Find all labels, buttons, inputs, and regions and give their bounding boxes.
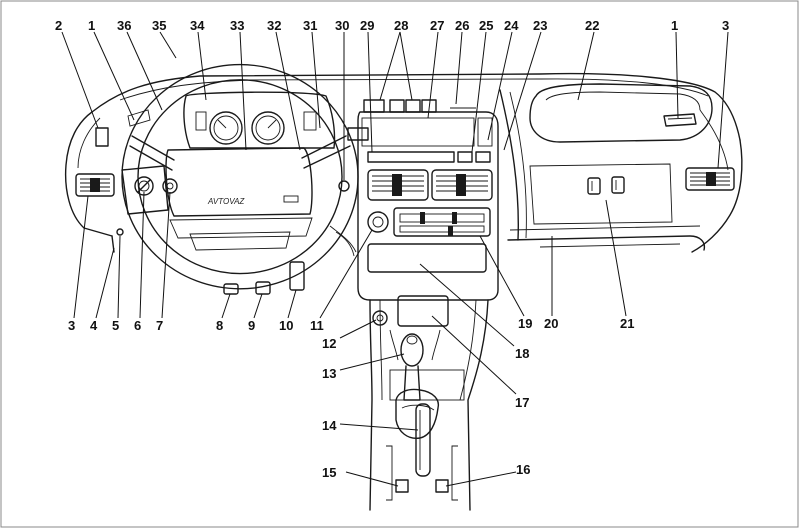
- callout-29: 29: [360, 18, 374, 33]
- callout-33: 33: [230, 18, 244, 33]
- callout-5: 5: [112, 318, 119, 333]
- callout-8: 8: [216, 318, 223, 333]
- callout-3-right: 3: [722, 18, 729, 33]
- callout-28: 28: [394, 18, 408, 33]
- callout-3-left: 3: [68, 318, 75, 333]
- callout-15: 15: [322, 465, 336, 480]
- instrument-cluster: [183, 91, 369, 149]
- callout-7: 7: [156, 318, 163, 333]
- callout-9: 9: [248, 318, 255, 333]
- callout-12: 12: [322, 336, 336, 351]
- callout-1-right: 1: [671, 18, 678, 33]
- callout-21: 21: [620, 316, 634, 331]
- callout-18: 18: [515, 346, 529, 361]
- callout-32: 32: [267, 18, 281, 33]
- callout-23: 23: [533, 18, 547, 33]
- callout-36: 36: [117, 18, 131, 33]
- callout-24: 24: [504, 18, 519, 33]
- leader-lines: [61, 31, 729, 487]
- callout-22: 22: [585, 18, 599, 33]
- callout-2: 2: [55, 18, 62, 33]
- right-air-vent: [685, 167, 735, 191]
- callout-26: 26: [455, 18, 469, 33]
- ignition-switch: [329, 180, 357, 257]
- wheel-badge: AVTOVAZ: [207, 197, 245, 206]
- left-side-window-vent: [95, 109, 151, 147]
- callout-35: 35: [152, 18, 166, 33]
- callout-4: 4: [90, 318, 98, 333]
- callout-34: 34: [190, 18, 205, 33]
- callout-27: 27: [430, 18, 444, 33]
- callout-14: 14: [322, 418, 337, 433]
- callout-labels: 2 1 36 35 34 33 32 31 30 29 28 27 26 25 …: [55, 18, 729, 480]
- callout-1: 1: [88, 18, 95, 33]
- callout-6: 6: [134, 318, 141, 333]
- callout-10: 10: [279, 318, 293, 333]
- top-right-demister: [529, 83, 713, 143]
- callout-30: 30: [335, 18, 349, 33]
- callout-13: 13: [322, 366, 336, 381]
- callout-16: 16: [516, 462, 530, 477]
- dashboard-outline: [64, 72, 743, 253]
- callout-25: 25: [479, 18, 493, 33]
- callout-19: 19: [518, 316, 532, 331]
- steering-wheel: AVTOVAZ: [121, 63, 359, 290]
- left-air-vent: [75, 173, 115, 197]
- callout-31: 31: [303, 18, 317, 33]
- center-console: [357, 99, 499, 511]
- callout-11: 11: [310, 318, 324, 333]
- glove-box: [529, 163, 673, 225]
- callout-20: 20: [544, 316, 558, 331]
- callout-17: 17: [515, 395, 529, 410]
